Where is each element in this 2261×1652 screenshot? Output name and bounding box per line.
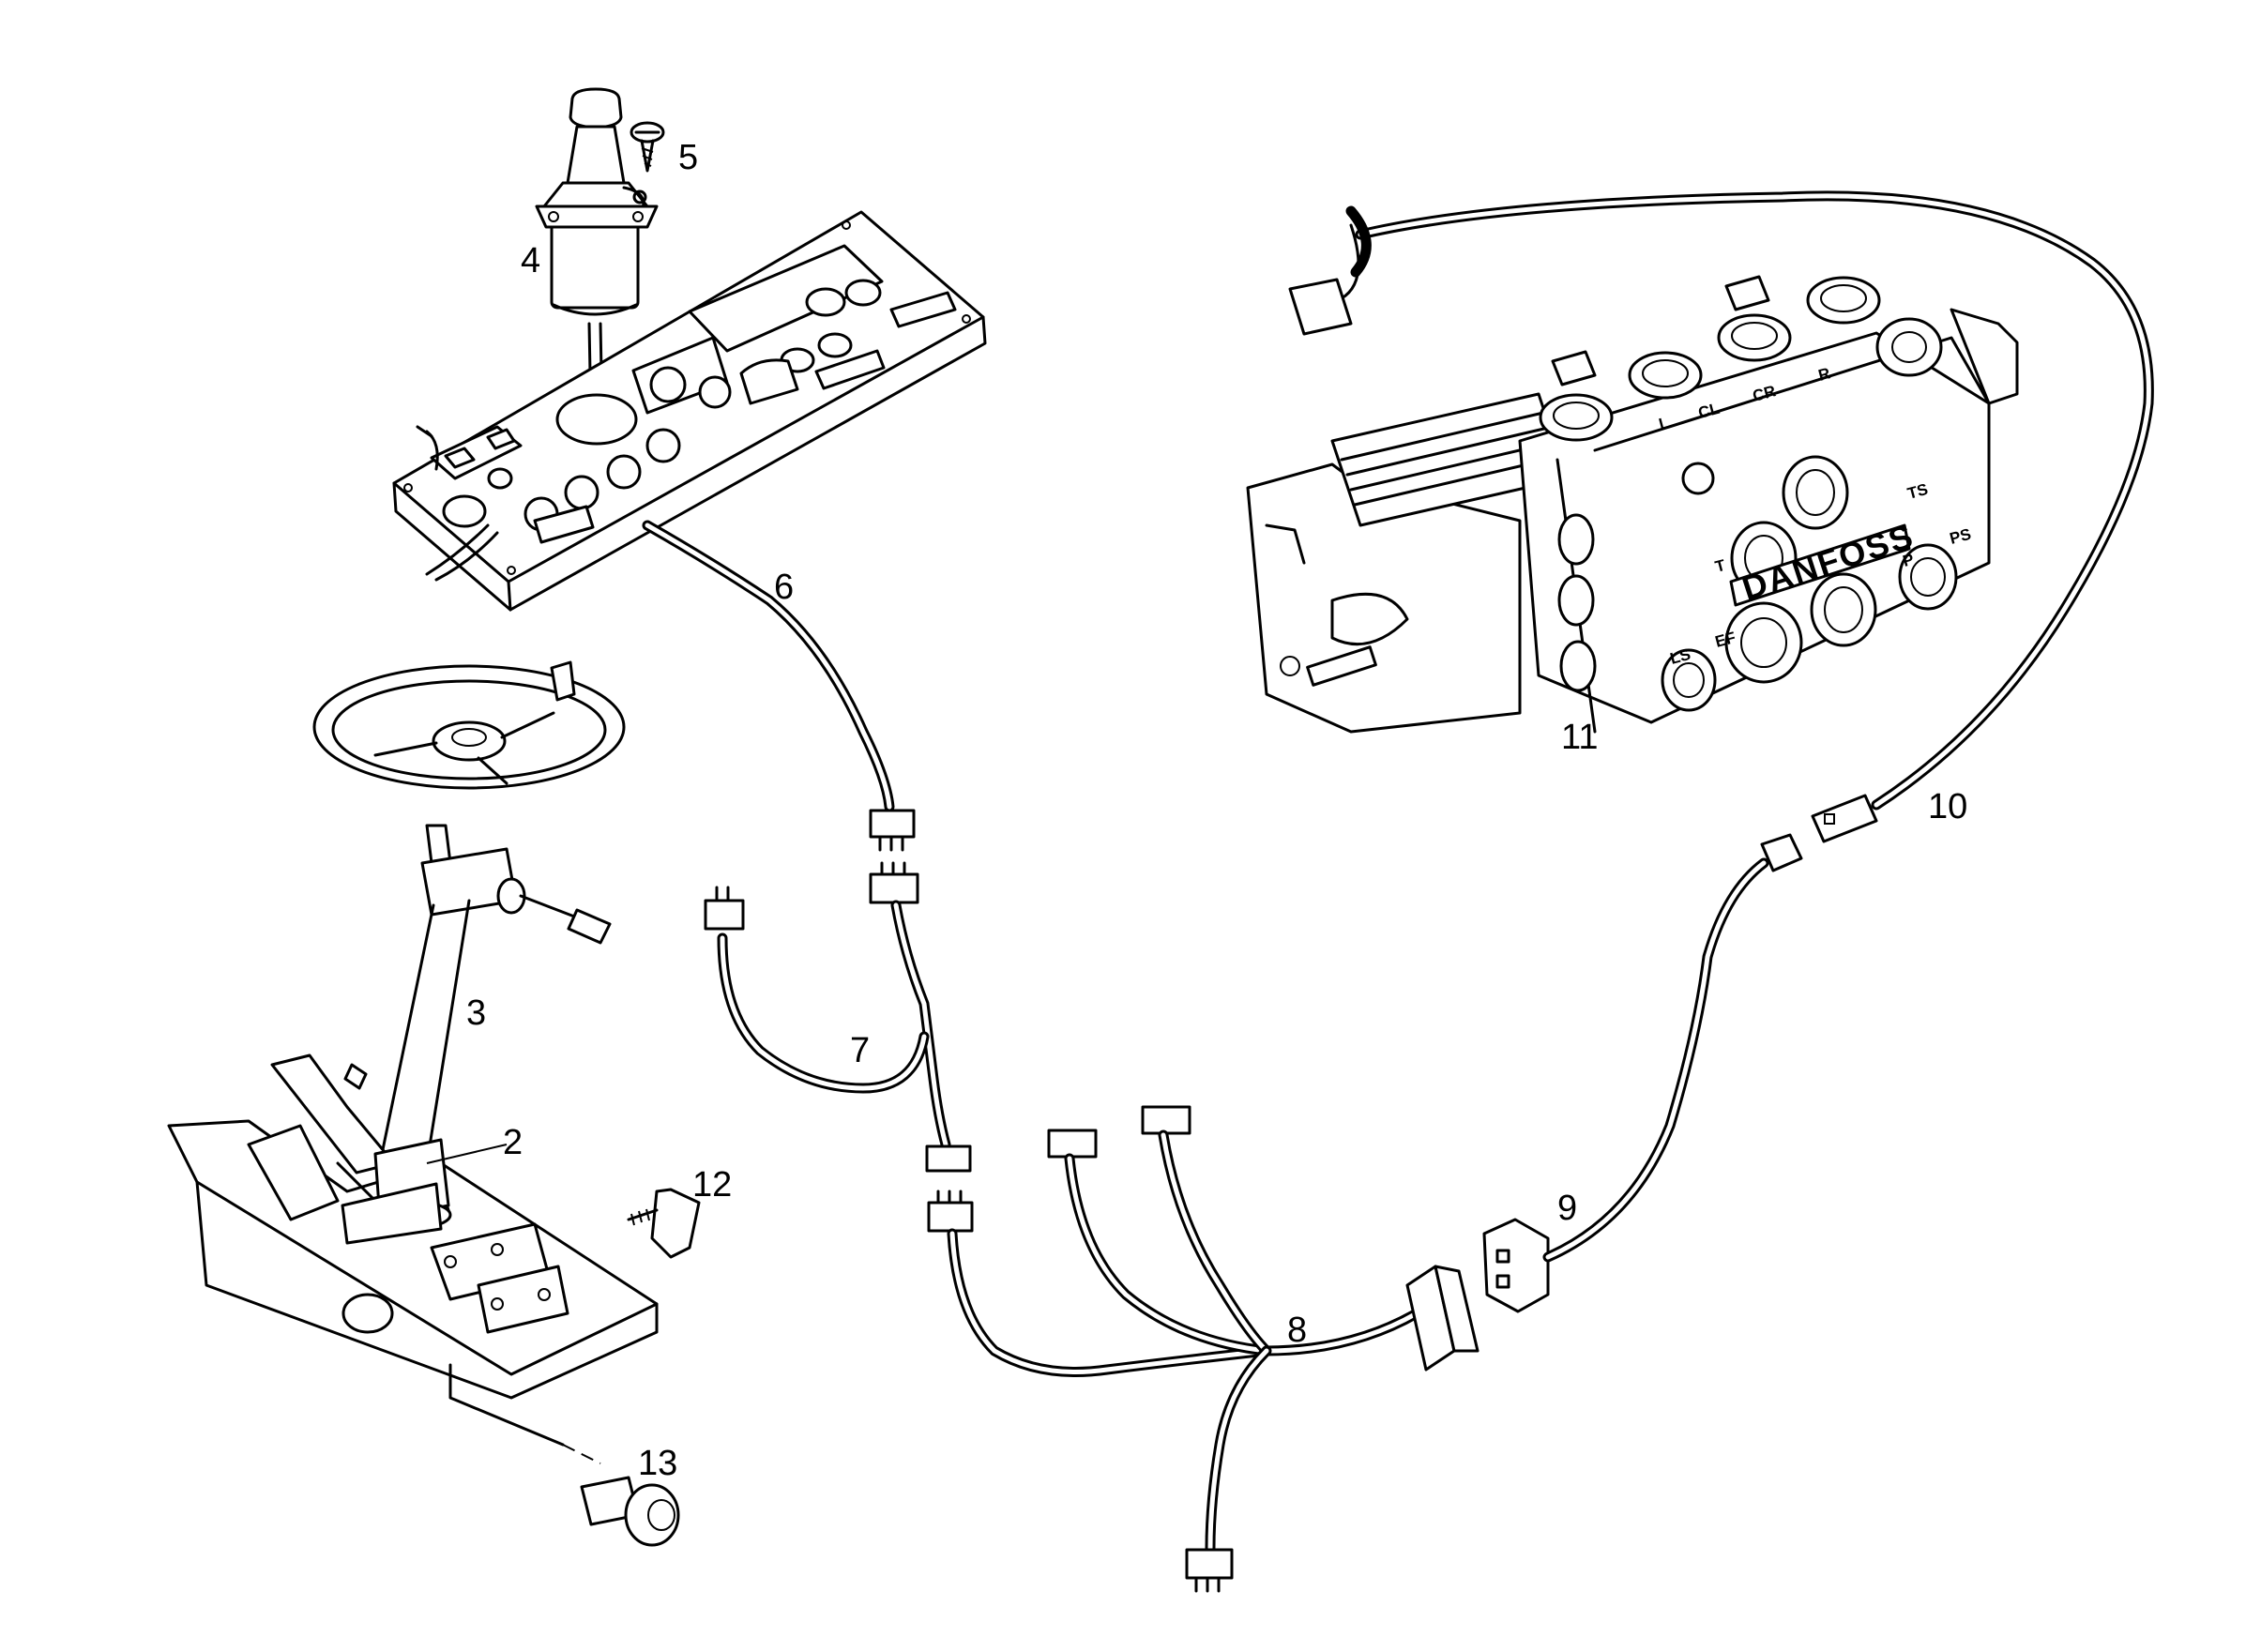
plug-13 bbox=[580, 1476, 680, 1547]
callout-6: 6 bbox=[774, 568, 794, 607]
callout-10: 10 bbox=[1928, 787, 1967, 826]
port-label-ef: EF bbox=[1713, 629, 1737, 651]
dashboard-panel bbox=[392, 210, 987, 612]
callout-5: 5 bbox=[678, 138, 698, 177]
callout-2: 2 bbox=[503, 1123, 523, 1162]
cable-7 bbox=[704, 861, 972, 1173]
port-label-r: R bbox=[1816, 364, 1832, 385]
callout-4: 4 bbox=[521, 241, 540, 280]
callout-7: 7 bbox=[850, 1031, 870, 1070]
callout-11: 11 bbox=[1561, 718, 1598, 757]
callout-3: 3 bbox=[466, 993, 486, 1033]
joystick-assembly bbox=[535, 87, 659, 424]
port-label-p: P bbox=[1901, 551, 1916, 570]
cable-10 bbox=[1288, 190, 2154, 843]
screw-5 bbox=[630, 121, 665, 173]
harness-8 bbox=[927, 1105, 1480, 1593]
hydraulic-valve bbox=[1246, 275, 2019, 734]
leader-2 bbox=[426, 1144, 508, 1164]
cable-9 bbox=[1482, 833, 1803, 1313]
callout-12: 12 bbox=[692, 1165, 732, 1205]
port-label-ls: LS bbox=[1668, 645, 1692, 668]
port-label-ts: TS bbox=[1905, 480, 1930, 503]
callout-8: 8 bbox=[1287, 1311, 1307, 1350]
knob-12 bbox=[627, 1188, 701, 1259]
port-label-l: L bbox=[1657, 414, 1671, 433]
callout-9: 9 bbox=[1557, 1189, 1577, 1228]
steering-assembly bbox=[167, 660, 659, 1464]
cable-6 bbox=[642, 520, 916, 852]
callout-13: 13 bbox=[638, 1444, 677, 1483]
